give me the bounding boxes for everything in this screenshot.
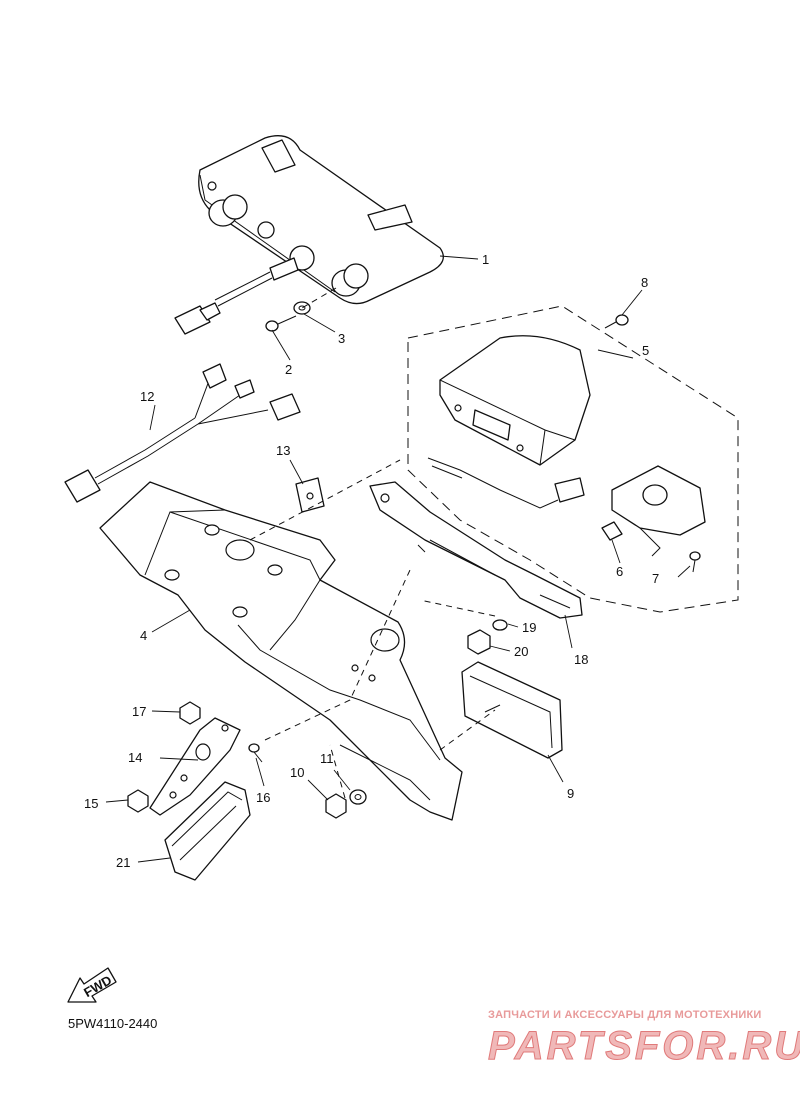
- washer-19: [492, 619, 508, 631]
- callout-10: 10: [290, 765, 304, 780]
- reflector-21: [164, 781, 251, 881]
- screw-8: [604, 314, 629, 329]
- callout-21: 21: [116, 855, 130, 870]
- callout-4: 4: [140, 628, 147, 643]
- screw-16: [248, 743, 263, 763]
- wire-harness: [64, 363, 301, 503]
- callout-8: 8: [641, 275, 648, 290]
- screw-7: [689, 551, 701, 573]
- screw-2: [265, 315, 297, 332]
- license-light-housing: [439, 335, 591, 466]
- callout-19: 19: [522, 620, 536, 635]
- license-light-body: [611, 465, 706, 557]
- license-light-group-outline: [407, 305, 739, 613]
- callout-6: 6: [616, 564, 623, 579]
- washer-3: [293, 301, 311, 315]
- callout-11: 11: [320, 751, 334, 766]
- callout-labels: 1 2 3 4 5 6 7 8 9 10 11 12 13 14 15 16 1…: [84, 252, 659, 870]
- fwd-arrow-icon: FWD: [67, 967, 117, 1003]
- callout-17: 17: [132, 704, 146, 719]
- callout-18: 18: [574, 652, 588, 667]
- rear-fender-bracket: [99, 481, 463, 821]
- callout-16: 16: [256, 790, 270, 805]
- license-light-socket: [427, 457, 585, 509]
- nut-17: [179, 701, 201, 725]
- nut-10: [325, 793, 347, 819]
- reflector-9: [461, 661, 563, 759]
- callout-9: 9: [567, 786, 574, 801]
- callout-13: 13: [276, 443, 290, 458]
- callout-14: 14: [128, 750, 142, 765]
- callout-15: 15: [84, 796, 98, 811]
- callout-7: 7: [652, 571, 659, 586]
- small-bracket-13: [295, 477, 325, 513]
- watermark-logo: PARTSFOR.RU: [487, 1024, 800, 1069]
- reflector-bracket-14: [149, 717, 241, 816]
- diagram-code: 5PW4110-2440: [68, 1016, 158, 1031]
- tail-light-housing: [198, 135, 444, 305]
- callout-5: 5: [642, 343, 649, 358]
- nut-15: [127, 789, 149, 813]
- license-stay-18: [369, 481, 583, 619]
- nut-20: [467, 629, 491, 655]
- leader-lines: [105, 255, 691, 863]
- assembly-lines: [249, 287, 496, 799]
- callout-20: 20: [514, 644, 528, 659]
- callout-1: 1: [482, 252, 489, 267]
- bulb-6: [601, 521, 623, 541]
- watermark-tagline: ЗАПЧАСТИ И АКСЕССУАРЫ ДЛЯ МОТОТЕХНИКИ: [488, 1009, 762, 1021]
- callout-3: 3: [338, 331, 345, 346]
- tail-light-pigtail: [174, 257, 299, 335]
- callout-2: 2: [285, 362, 292, 377]
- callout-12: 12: [140, 389, 154, 404]
- washer-11: [349, 789, 367, 805]
